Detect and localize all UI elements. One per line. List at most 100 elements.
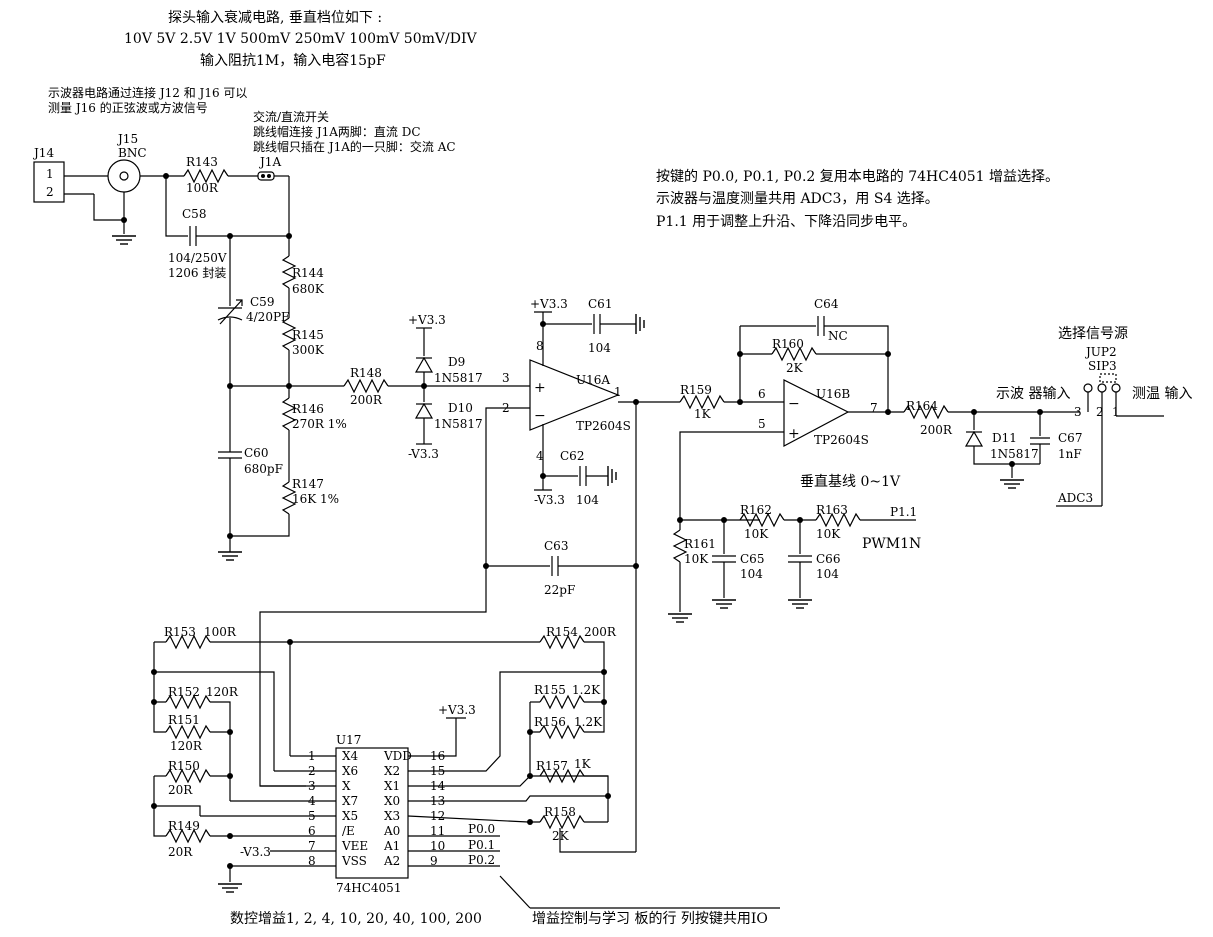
svg-text:R151: R151	[168, 713, 200, 727]
svg-text:1.2K: 1.2K	[572, 683, 601, 697]
supply-v33-d10: -V3.3	[408, 447, 439, 461]
svg-text:2: 2	[1096, 405, 1104, 419]
svg-text:200R: 200R	[584, 625, 617, 639]
svg-text:R152: R152	[168, 685, 200, 699]
opamp-u16a: + − U16A TP2604S 8 3 2 1 4	[502, 339, 631, 463]
svg-text:U16B: U16B	[816, 387, 850, 401]
note-acdc-title: 交流/直流开关	[253, 109, 329, 124]
resistor-r145: R145 300K	[281, 317, 325, 357]
svg-text:D11: D11	[992, 431, 1017, 445]
supply-v33-u16a-neg: -V3.3	[534, 493, 565, 507]
net-p11: P1.1	[890, 505, 917, 519]
svg-text:R146: R146	[292, 402, 324, 416]
svg-text:U16A: U16A	[576, 373, 610, 387]
u17-pin-name: X3	[384, 809, 400, 823]
svg-text:R164: R164	[906, 399, 938, 413]
jumper-jup2-selector[interactable]: JUP2 SIP3 3 2 1	[1074, 345, 1121, 419]
note-right-2: 示波器与温度测量共用 ADC3，用 S4 选择。	[656, 191, 939, 207]
opamp-u16b: − + U16B TP2604S 6 5 7	[758, 379, 878, 447]
resistor-r155: R155 1.2K	[534, 683, 601, 710]
u17-pin-name: X6	[342, 764, 358, 778]
capacitor-c60: C60 680pF	[218, 446, 283, 476]
resistor-r162: R162 10K	[739, 503, 785, 541]
svg-text:R163: R163	[816, 503, 848, 517]
note-gain-io: 增益控制与学习 板的行 列按键共用IO	[532, 911, 768, 927]
svg-text:C62: C62	[560, 449, 584, 463]
u17-pin-name: A0	[383, 824, 400, 838]
svg-text:270R 1%: 270R 1%	[292, 417, 347, 431]
note-top-ranges: 10V 5V 2.5V 1V 500mV 250mV 100mV 50mV/DI…	[124, 31, 477, 47]
svg-text:R145: R145	[292, 328, 324, 342]
svg-text:C66: C66	[816, 552, 840, 566]
capacitor-c58: C58 104/250V 1206 封装	[168, 207, 227, 280]
svg-text:680K: 680K	[292, 282, 325, 296]
svg-text:1K: 1K	[694, 407, 712, 421]
u17-pin-name: X7	[342, 794, 358, 808]
resistor-r147: R147 16K 1%	[281, 477, 339, 515]
svg-text:1N5817: 1N5817	[434, 417, 483, 431]
svg-text:104: 104	[740, 567, 763, 581]
u17-pin-name: X2	[384, 764, 400, 778]
svg-text:R157: R157	[536, 759, 568, 773]
svg-text:22pF: 22pF	[544, 583, 575, 597]
svg-text:R147: R147	[292, 477, 324, 491]
net-pwm1n: PWM1N	[862, 536, 921, 552]
svg-text:R155: R155	[534, 683, 566, 697]
resistor-r158: R158 2K	[539, 805, 585, 843]
svg-text:6: 6	[758, 387, 766, 401]
svg-text:R154: R154	[546, 625, 578, 639]
net-p00: P0.0	[468, 822, 495, 836]
note-j-connect-2: 测量 J16 的正弦波或方波信号	[48, 100, 208, 115]
supply-v33-vee: -V3.3	[240, 845, 271, 859]
svg-text:16K 1%: 16K 1%	[292, 492, 339, 506]
svg-text:10K: 10K	[684, 552, 709, 566]
svg-text:D10: D10	[448, 401, 473, 415]
capacitor-c66: C66 104	[788, 552, 840, 581]
resistor-r144: R144 680K	[281, 255, 325, 296]
u17-pin-name: VDD	[383, 749, 412, 763]
resistor-r149: R149 20R	[165, 819, 211, 859]
svg-text:2K: 2K	[786, 361, 804, 375]
svg-text:C67: C67	[1058, 431, 1082, 445]
svg-text:J1A: J1A	[258, 155, 281, 169]
svg-text:TP2604S: TP2604S	[576, 419, 631, 433]
svg-text:C60: C60	[244, 446, 268, 460]
svg-text:R153: R153	[164, 625, 196, 639]
svg-text:+: +	[788, 426, 800, 442]
note-acdc-2: 跳线帽只插在 J1A的一只脚：交流 AC	[253, 139, 456, 154]
svg-text:200R: 200R	[920, 423, 953, 437]
resistor-r151: R151 120R	[165, 713, 211, 753]
svg-text:R162: R162	[740, 503, 772, 517]
svg-text:R161: R161	[684, 537, 716, 551]
svg-text:R160: R160	[772, 337, 804, 351]
svg-text:104: 104	[816, 567, 839, 581]
resistor-r156: R156 1.2K	[534, 715, 603, 740]
svg-text:3: 3	[502, 371, 510, 385]
u17-pin-number: 6	[308, 824, 316, 838]
svg-text:100R: 100R	[186, 181, 219, 195]
svg-text:D9: D9	[448, 355, 465, 369]
svg-text:1K: 1K	[574, 757, 592, 771]
resistor-r143: R143 100R	[183, 155, 229, 195]
note-top-impedance: 输入阻抗1M，输入电容15pF	[200, 52, 386, 69]
note-vertical-baseline: 垂直基线 0~1V	[800, 473, 901, 490]
svg-text:C63: C63	[544, 539, 568, 553]
u17-pin-name: VSS	[341, 854, 367, 868]
svg-text:R149: R149	[168, 819, 200, 833]
note-temp-input: 测温 输入	[1132, 386, 1192, 402]
svg-text:J14: J14	[32, 146, 54, 160]
svg-text:1.2K: 1.2K	[574, 715, 603, 729]
svg-text:10K: 10K	[816, 527, 841, 541]
svg-text:−: −	[788, 396, 800, 412]
svg-text:4: 4	[536, 449, 544, 463]
svg-text:−: −	[534, 408, 546, 424]
note-select-source: 选择信号源	[1058, 326, 1128, 342]
u17-pin-number: 11	[430, 824, 445, 838]
svg-text:J15: J15	[116, 132, 138, 146]
supply-v33-d9: +V3.3	[408, 313, 446, 327]
supply-v33-u16a: +V3.3	[530, 297, 568, 311]
net-p02: P0.2	[468, 853, 495, 867]
note-osc-input: 示波 器输入	[996, 386, 1070, 402]
resistor-r154: R154 200R	[539, 625, 617, 650]
